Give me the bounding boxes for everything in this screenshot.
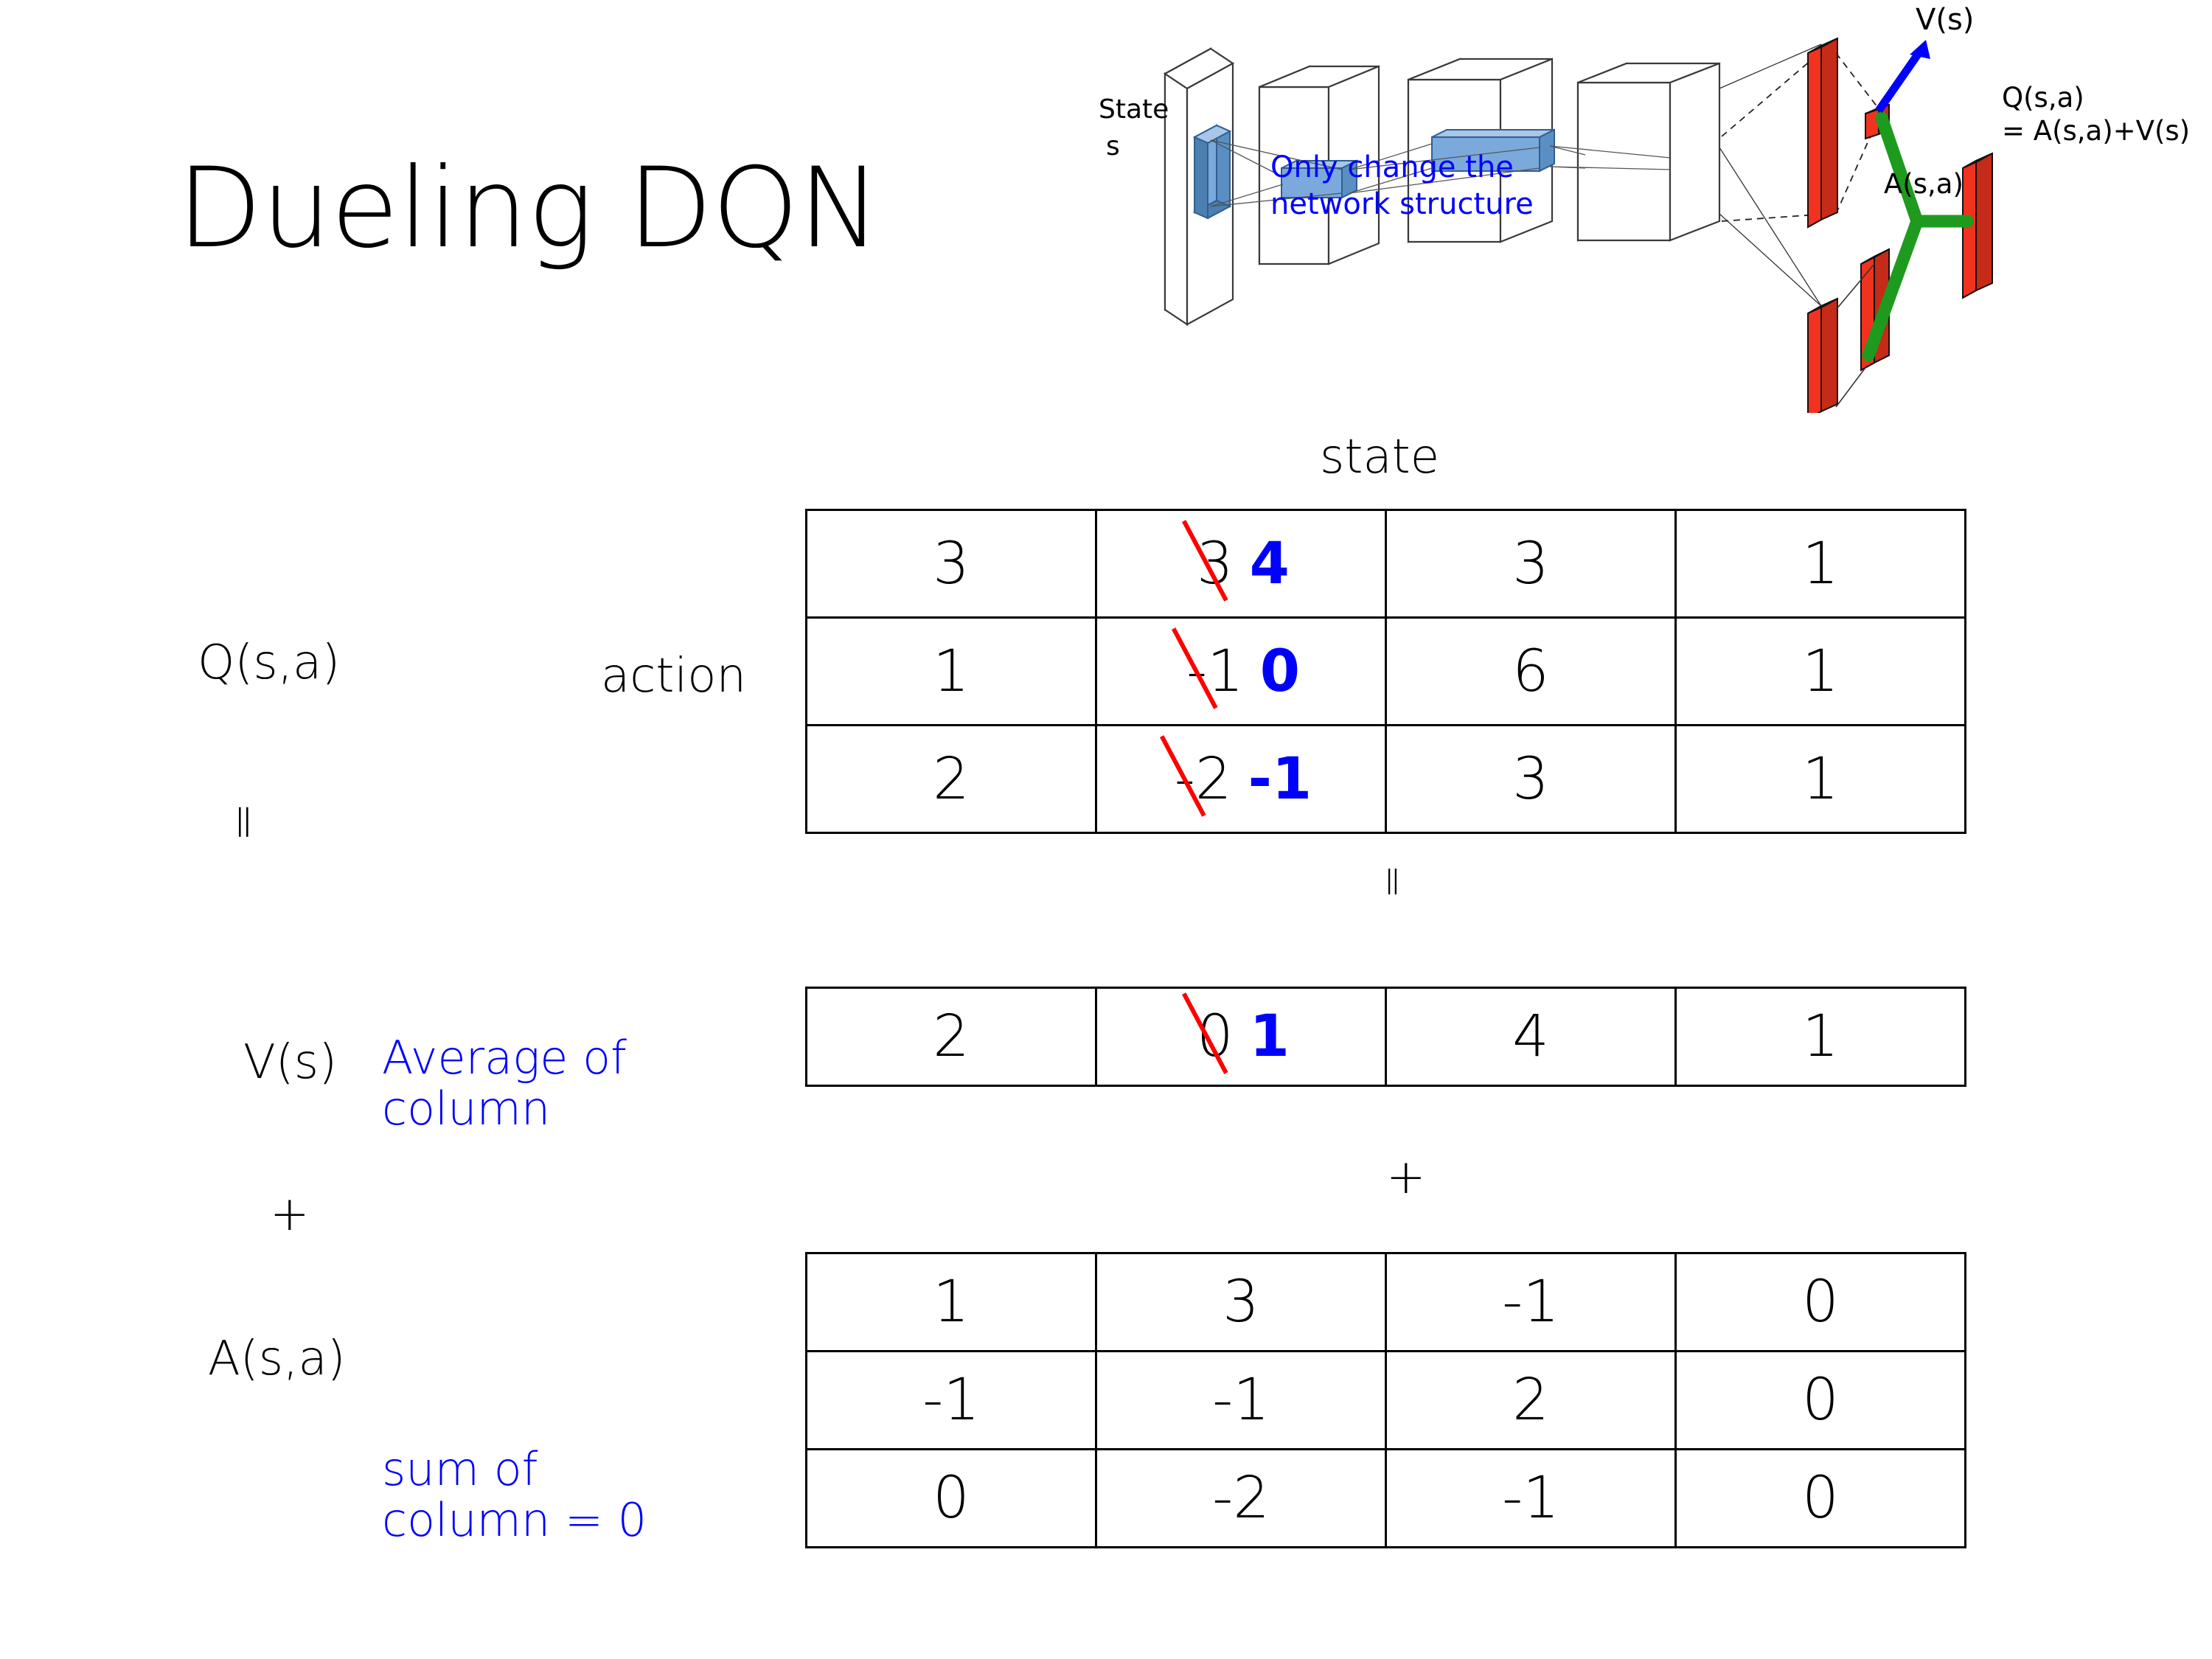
diagram-v-label: V(s) (1916, 3, 1974, 37)
state-axis-label: state (1320, 430, 1440, 484)
q-cell-r0c2: 3 (1385, 509, 1677, 619)
q-function-label: Q(s,a) (198, 636, 341, 690)
revised-value: 4 (1249, 530, 1290, 597)
a-cell-r0c1: 3 (1095, 1252, 1387, 1352)
diagram-note-line2: network structure (1270, 187, 1534, 221)
q-cell-r2c3: 1 (1674, 724, 1966, 834)
diagram-q-label-line1: Q(s,a) (2002, 82, 2084, 114)
struck-value: -1 (1182, 639, 1248, 705)
action-axis-label: action (601, 649, 746, 703)
equals-sign-left: = (217, 802, 271, 842)
v-cell-c0: 2 (805, 987, 1097, 1087)
revised-value: -1 (1248, 745, 1312, 813)
a-cell-r1c1: -1 (1095, 1350, 1387, 1450)
a-cell-r1c2: 2 (1385, 1350, 1677, 1450)
q-cell-r1c3: 1 (1674, 616, 1966, 726)
revised-value: 0 (1259, 638, 1301, 705)
struck-value: -2 (1170, 746, 1237, 813)
struck-value: 3 (1192, 531, 1238, 597)
a-cell-r0c0: 1 (805, 1252, 1097, 1352)
q-cell-r1c2: 6 (1385, 616, 1677, 726)
a-cell-r2c1: -2 (1095, 1448, 1387, 1548)
table-row: -1 -1 2 0 (805, 1350, 1966, 1450)
v-function-label: V(s) (243, 1035, 338, 1090)
a-cell-r2c2: -1 (1385, 1448, 1677, 1548)
diagram-q-label-line2: = A(s,a)+V(s) (2002, 115, 2190, 147)
a-cell-r2c0: 0 (805, 1448, 1097, 1548)
q-cell-r2c2: 3 (1385, 724, 1677, 834)
a-cell-r0c3: 0 (1674, 1252, 1966, 1352)
table-row: 0 -2 -1 0 (805, 1448, 1966, 1548)
a-cell-r1c0: -1 (805, 1350, 1097, 1450)
v-cell-c3: 1 (1674, 987, 1966, 1087)
average-note-line2: column (382, 1082, 551, 1136)
sum-of-column-note: sum of column = 0 (382, 1444, 751, 1546)
average-note-line1: Average of (382, 1031, 627, 1085)
revised-value: 1 (1249, 1004, 1290, 1070)
table-row: 1 3 -1 0 (805, 1252, 1966, 1352)
sum-note-line1: sum of (382, 1442, 538, 1496)
dueling-network-diagram: V(s) Q(s,a) = A(s,a)+V(s) A(s,a) State s… (1099, 0, 2212, 413)
sum-note-line2: column = 0 (382, 1493, 647, 1548)
q-cell-r0c3: 1 (1674, 509, 1966, 619)
plus-sign-left: + (270, 1187, 310, 1242)
struck-value: 0 (1192, 1004, 1238, 1070)
diagram-note-line1: Only change the (1270, 150, 1514, 184)
equals-sign-middle: = (1369, 864, 1417, 899)
plus-sign-middle: + (1386, 1150, 1426, 1205)
a-function-label: A(s,a) (208, 1332, 346, 1386)
a-cell-r0c2: -1 (1385, 1252, 1677, 1352)
q-cell-r1c0: 1 (805, 616, 1097, 726)
q-cell-r2c1: -2-1 (1095, 724, 1387, 834)
diagram-state-label-line1: State (1099, 94, 1169, 125)
diagram-state-label-line2: s (1106, 131, 1120, 161)
average-of-column-note: Average of column (382, 1032, 728, 1135)
advantage-table: 1 3 -1 0 -1 -1 2 0 0 -2 -1 0 (805, 1252, 1966, 1548)
q-cell-r0c0: 3 (805, 509, 1097, 619)
a-cell-r1c3: 0 (1674, 1350, 1966, 1450)
q-cell-r2c0: 2 (805, 724, 1097, 834)
page-title: Dueling DQN (177, 145, 881, 273)
v-cell-c2: 4 (1385, 987, 1677, 1087)
diagram-a-label: A(s,a) (1884, 168, 1964, 200)
table-row: 2 -2-1 3 1 (805, 724, 1966, 834)
a-cell-r2c3: 0 (1674, 1448, 1966, 1548)
